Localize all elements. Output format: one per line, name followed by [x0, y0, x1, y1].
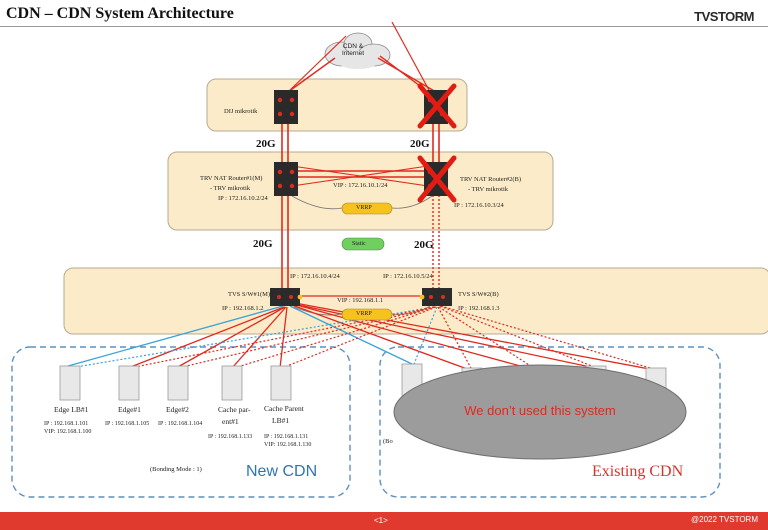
page-number: <1> — [374, 516, 388, 525]
sw2-uplink-ip: IP : 172.16.10.5/24 — [383, 273, 433, 280]
static-label: Static — [352, 241, 366, 247]
server-cache-parent1 — [221, 365, 243, 401]
server-edge1 — [118, 365, 140, 401]
server-edge2 — [167, 365, 189, 401]
nat-router-1 — [274, 162, 298, 196]
bonding-mode: (Bonding Mode : 1) — [150, 466, 202, 473]
server-cache-parent1-ip: IP : 192.168.1.133 — [208, 434, 253, 440]
sw1-name: TVS S/W#1(M) — [228, 291, 271, 298]
unused-system-overlay — [393, 364, 687, 460]
dij-router-1 — [274, 90, 298, 124]
dij-router-2-disabled-icon — [417, 83, 457, 129]
nat-vrrp-label: VRRP — [356, 205, 372, 211]
server-edge2-name: Edge#2 — [166, 405, 189, 414]
nat-router1-sub: - TRV mikrotik — [210, 184, 251, 192]
copyright: @2022 TVSTORM — [691, 515, 758, 524]
sw1-ip: IP : 192.168.1.2 — [222, 305, 264, 312]
dij-label: DIJ mikrotik — [224, 108, 258, 115]
server-cache-parent1-name-line2: ent#1 — [222, 417, 239, 426]
header-divider — [0, 26, 768, 27]
page-title: CDN – CDN System Architecture — [6, 5, 234, 22]
server-cache-parent-lb1-vip: VIP: 192.168.1.130 — [264, 442, 312, 449]
nat-vip: VIP : 172.16.10.1/24 — [333, 182, 388, 189]
switch-vip: VIP : 192.168.1.1 — [337, 297, 384, 304]
nat-router2-label: TRV NAT Router#2(B) - TRV mikrotik — [460, 176, 521, 194]
nat-router1-name: TRV NAT Router#1(M) — [200, 175, 263, 182]
server-edge1-ip: IP : 192.168.1.105 — [105, 421, 150, 427]
nat-router2-ip: IP : 172.16.10.3/24 — [454, 202, 504, 209]
bandwidth-bottom-right: 20G — [414, 239, 434, 251]
bandwidth-top-left: 20G — [256, 138, 276, 150]
switch-vrrp-label: VRRP — [356, 311, 372, 317]
server-edge1-name: Edge#1 — [118, 405, 141, 414]
unused-system-text: We don’t used this system — [464, 403, 616, 418]
new-cdn-label: New CDN — [246, 463, 318, 480]
dij-panel — [206, 78, 468, 132]
server-edge-lb1-name: Edge LB#1 — [54, 405, 89, 414]
server-cache-parent1-name-line1: Cache par- — [218, 405, 251, 414]
server-cache-parent-lb1-ips: IP : 192.168.1.131 VIP: 192.168.1.130 — [264, 433, 311, 449]
sw1-uplink-ip: IP : 172.16.10.4/24 — [290, 273, 340, 280]
server-edge2-ip: IP : 192.168.1.104 — [158, 421, 203, 427]
server-edge-lb1-ips: IP : 192.168.1.101 VIP: 192.168.1.100 — [44, 420, 91, 436]
internet-label-line2: Internet — [342, 49, 365, 57]
nat-router1-label: TRV NAT Router#1(M) - TRV mikrotik IP : … — [200, 175, 268, 202]
server-cache-parent-lb1-name: Cache Parent LB#1 — [264, 404, 304, 425]
internet-label: CDN & Internet — [342, 43, 365, 58]
server-cache-parent-lb1-name-line1: Cache Parent — [264, 404, 304, 413]
nat-router1-ip: IP : 172.16.10.2/24 — [218, 194, 268, 202]
nat-router-2-disabled-icon — [417, 155, 457, 203]
nat-panel — [167, 151, 554, 231]
footer-bar — [0, 512, 768, 530]
nat-router2-sub: - TRV mikrotik — [468, 185, 509, 193]
switch-vrrp-pill — [341, 308, 393, 321]
sw2-name: TVS S/W#2(B) — [458, 291, 499, 298]
existing-cdn-label: Existing CDN — [592, 463, 684, 480]
internet-label-line1: CDN & — [342, 43, 364, 50]
sw2-ip: IP : 192.168.1.3 — [458, 305, 500, 312]
server-edge-lb1-ip: IP : 192.168.1.101 — [44, 421, 89, 427]
server-cache-parent1-name: Cache par- ent#1 — [218, 405, 251, 426]
server-cache-parent-lb1-name-line2: LB#1 — [272, 416, 290, 425]
bandwidth-bottom-left: 20G — [253, 238, 273, 250]
tvs-switch-1 — [270, 288, 303, 306]
brand-logo: TVSTORM — [694, 9, 754, 24]
tvs-switch-2 — [419, 288, 452, 306]
server-cache-parent-lb1 — [270, 365, 292, 401]
server-edge-lb1-vip: VIP: 192.168.1.100 — [44, 429, 92, 436]
nat-router2-name: TRV NAT Router#2(B) — [460, 176, 521, 183]
existing-bonding-fragment: (Bo — [383, 438, 393, 445]
bandwidth-top-right: 20G — [410, 138, 430, 150]
server-cache-parent-lb1-ip: IP : 192.168.1.131 — [264, 434, 309, 440]
nat-vrrp-pill — [341, 202, 393, 215]
static-pill — [341, 237, 385, 251]
server-edge-lb1 — [59, 365, 81, 401]
existing-cdn-group — [379, 346, 721, 498]
